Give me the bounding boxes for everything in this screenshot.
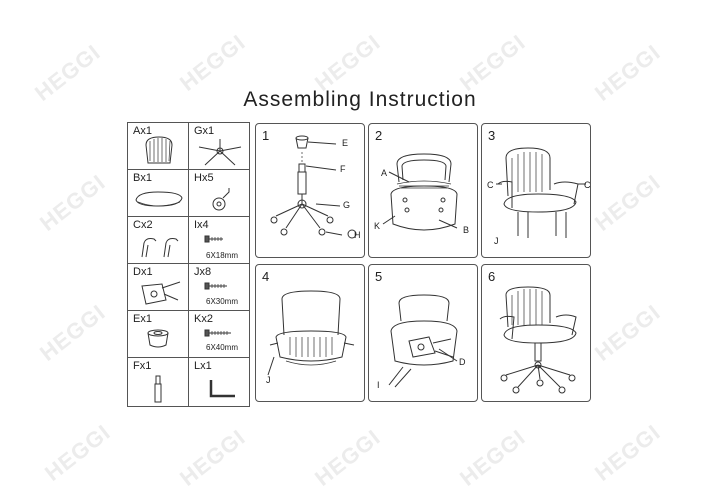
gas-lift-icon bbox=[154, 375, 162, 403]
back-seat-attach-illustration bbox=[382, 153, 458, 231]
part-cell-G: Gx1 bbox=[188, 122, 250, 170]
part-cell-L: Lx1 bbox=[188, 357, 250, 407]
watermark: HEGGI bbox=[590, 169, 666, 236]
callout-label: C bbox=[584, 180, 591, 190]
part-code: Gx1 bbox=[194, 125, 215, 137]
base-assembly-illustration bbox=[270, 135, 357, 239]
watermark: HEGGI bbox=[310, 424, 386, 491]
part-cell-A: Ax1 bbox=[127, 122, 189, 170]
watermark: HEGGI bbox=[35, 169, 111, 236]
caster-wheel-icon bbox=[212, 188, 230, 211]
watermark: HEGGI bbox=[175, 29, 251, 96]
back-frame-illustration bbox=[267, 290, 355, 376]
allen-key-icon bbox=[209, 380, 235, 398]
watermark: HEGGI bbox=[455, 29, 531, 96]
callout-label: D bbox=[459, 357, 466, 367]
part-code: Ax1 bbox=[133, 125, 152, 137]
part-code: Bx1 bbox=[133, 172, 152, 184]
star-base-icon bbox=[198, 139, 242, 166]
part-cell-K: Kx2 6X40mm bbox=[188, 310, 250, 358]
callout-label: E bbox=[342, 138, 349, 148]
step-6-panel: 6 bbox=[481, 264, 591, 402]
step-5-panel: 5 D I bbox=[368, 264, 478, 402]
callout-label: A bbox=[381, 168, 388, 178]
part-code: Kx2 bbox=[194, 313, 213, 325]
step-number: 3 bbox=[488, 128, 496, 143]
watermark: HEGGI bbox=[455, 424, 531, 491]
finished-chair-illustration bbox=[499, 286, 577, 394]
part-cell-H: Hx5 bbox=[188, 169, 250, 217]
part-code: Ex1 bbox=[133, 313, 152, 325]
callout-label: K bbox=[374, 221, 381, 231]
step-4-panel: 4 J bbox=[255, 264, 365, 402]
step-number: 4 bbox=[262, 269, 270, 284]
armrest-icon bbox=[141, 238, 179, 258]
callout-label: H bbox=[354, 230, 361, 240]
bolt-size: 6X30mm bbox=[206, 297, 239, 306]
part-code: Dx1 bbox=[133, 266, 153, 278]
part-cell-E: Ex1 bbox=[127, 310, 189, 358]
step-1-panel: 1 E F G H bbox=[255, 123, 365, 258]
bolt-icon bbox=[204, 235, 223, 243]
part-code: Jx8 bbox=[194, 266, 212, 278]
bolt-icon bbox=[204, 329, 231, 337]
part-code: Hx5 bbox=[194, 172, 214, 184]
step-2-panel: 2 A K B bbox=[368, 123, 478, 258]
bolt-size: 6X40mm bbox=[206, 343, 239, 352]
callout-label: C bbox=[487, 180, 494, 190]
mechanism-attach-illustration bbox=[388, 294, 458, 388]
part-code: Cx2 bbox=[133, 219, 153, 231]
armrest-attach-illustration bbox=[496, 147, 586, 238]
watermark: HEGGI bbox=[310, 29, 386, 96]
bolt-icon bbox=[204, 282, 227, 290]
seat-cushion-icon bbox=[135, 191, 183, 207]
step-number: 1 bbox=[262, 128, 270, 143]
part-cell-F: Fx1 bbox=[127, 357, 189, 407]
watermark: HEGGI bbox=[590, 419, 666, 486]
watermark: HEGGI bbox=[40, 419, 116, 486]
callout-label: B bbox=[463, 225, 470, 235]
callout-label: I bbox=[377, 380, 380, 390]
part-cell-J: Jx8 6X30mm bbox=[188, 263, 250, 311]
callout-label: F bbox=[340, 164, 346, 174]
step-number: 6 bbox=[488, 269, 496, 284]
part-code: Ix4 bbox=[194, 219, 209, 231]
part-cell-C: Cx2 bbox=[127, 216, 189, 264]
watermark: HEGGI bbox=[175, 424, 251, 491]
gas-lift-cover-icon bbox=[147, 329, 169, 348]
seat-back-mesh-icon bbox=[145, 136, 173, 164]
callout-label: J bbox=[266, 375, 271, 385]
watermark: HEGGI bbox=[35, 299, 111, 366]
part-code: Lx1 bbox=[194, 360, 212, 372]
step-number: 5 bbox=[375, 269, 383, 284]
part-cell-B: Bx1 bbox=[127, 169, 189, 217]
part-code: Fx1 bbox=[133, 360, 152, 372]
callout-label: G bbox=[343, 200, 351, 210]
callout-label: J bbox=[494, 236, 499, 246]
page-title: Assembling Instruction bbox=[243, 88, 477, 111]
mechanism-plate-icon bbox=[141, 281, 181, 305]
step-number: 2 bbox=[375, 128, 383, 143]
part-cell-I: Ix4 6X18mm bbox=[188, 216, 250, 264]
watermark: HEGGI bbox=[590, 299, 666, 366]
part-cell-D: Dx1 bbox=[127, 263, 189, 311]
step-3-panel: 3 C C J bbox=[481, 123, 591, 258]
bolt-size: 6X18mm bbox=[206, 251, 239, 260]
